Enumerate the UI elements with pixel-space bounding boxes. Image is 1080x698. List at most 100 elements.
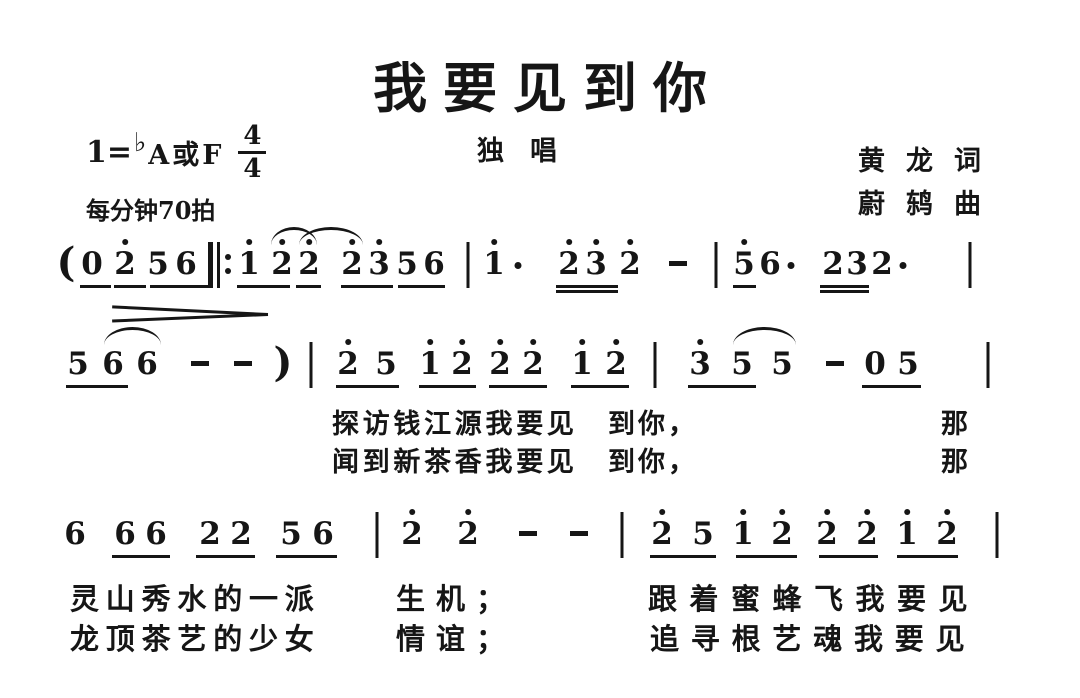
beam-underline (736, 555, 797, 558)
beam-underline (819, 555, 878, 558)
note-number: 5 (733, 239, 755, 280)
lyric-char: 要 (516, 447, 544, 478)
note-number: 2 (771, 509, 793, 550)
lyric-char: 见 (546, 447, 574, 478)
octave-dot (496, 339, 503, 345)
note-number: 5 (147, 246, 169, 282)
note-number: 2 (271, 239, 293, 280)
note-number: 0 (864, 346, 886, 382)
lyric-char: 探 (332, 409, 359, 440)
note-number: 0 (81, 246, 103, 282)
barline (995, 512, 999, 558)
lyric-char: 江 (424, 409, 452, 440)
beam-underline (112, 555, 170, 558)
beam-underline (341, 285, 393, 288)
key-names: A或F (148, 139, 225, 171)
octave-dot (426, 339, 433, 345)
flat-sign: ♭ (134, 128, 147, 158)
lyricist-credit: 黄龙词 (858, 146, 1002, 177)
note-number: 2 (298, 239, 320, 280)
barline (466, 242, 470, 288)
lyric-char: 灵 (70, 582, 100, 616)
note-number: 2 (605, 339, 627, 380)
barline (968, 242, 972, 288)
lyric-char: 女 (284, 622, 314, 656)
beam-underline (820, 285, 869, 288)
note-number: 2 (619, 239, 641, 280)
lyric-char: 谊 (436, 622, 466, 656)
octave-dot (408, 509, 415, 515)
augmentation-dot (787, 262, 795, 269)
note-number: 5 (731, 346, 753, 382)
note-number: 2 (651, 509, 673, 550)
note-number: 2 (816, 509, 838, 550)
octave-dot (490, 239, 497, 245)
tonic-label: 1= (86, 134, 133, 170)
beam-underline (196, 555, 255, 558)
lyric-char: 那 (941, 409, 968, 440)
lyric-char: 我 (485, 447, 513, 478)
beam-underline (688, 385, 756, 388)
note-number: 3 (846, 246, 868, 282)
beam-underline (336, 385, 399, 388)
note-number: 1 (238, 239, 260, 280)
note-number: 2 (457, 509, 479, 550)
time-signature-denominator: 4 (243, 153, 262, 184)
octave-dot (458, 339, 465, 345)
hairpin-line (112, 313, 269, 323)
note-number: 3 (368, 239, 390, 280)
beam-underline (80, 285, 111, 288)
note-number: 1 (571, 339, 593, 380)
lyric-char: 蜂 (772, 582, 802, 616)
note-number: 1 (483, 239, 505, 280)
lyric-char: 我 (854, 622, 884, 656)
note-number: 2 (871, 246, 893, 282)
lyric-char: 魂 (813, 622, 843, 656)
beam-underline (237, 285, 290, 288)
lyric-char: 你 (638, 409, 665, 440)
octave-dot (245, 239, 252, 245)
lyric-char: 的 (213, 622, 243, 656)
lyric-char: 根 (731, 622, 761, 656)
note-number: 5 (280, 516, 302, 552)
lyric-char: 茶 (141, 622, 171, 656)
lyric-char: 派 (284, 582, 314, 616)
beam-underline (419, 385, 476, 388)
lyric-char: 要 (897, 582, 927, 616)
octave-dot (565, 239, 572, 245)
note-number: 2 (199, 516, 221, 552)
octave-dot (464, 509, 471, 515)
note-number: 5 (67, 346, 89, 382)
beam-underline (276, 555, 337, 558)
octave-dot (626, 239, 633, 245)
octave-dot (696, 339, 703, 345)
beam-underline (66, 385, 128, 388)
barline (653, 342, 657, 388)
note-number: 2 (522, 339, 544, 380)
duration-dash (826, 361, 844, 366)
octave-dot (529, 339, 536, 345)
octave-dot (344, 339, 351, 345)
note-number: 5 (375, 346, 397, 382)
lyric-char: 的 (213, 582, 243, 616)
beam-underline (897, 555, 958, 558)
octave-dot (943, 509, 950, 515)
duration-dash (191, 361, 209, 366)
note-number: 2 (856, 509, 878, 550)
augmentation-dot (514, 262, 522, 269)
lyric-char: ， (668, 447, 695, 478)
octave-dot (658, 509, 665, 515)
note-number: 3 (689, 339, 711, 380)
note-number: 5 (396, 246, 418, 282)
lyric-char: 顶 (105, 622, 135, 656)
note-number: 2 (230, 516, 252, 552)
note-number: 2 (936, 509, 958, 550)
note-number: 5 (771, 346, 793, 382)
beam-underline (489, 385, 547, 388)
time-signature-numerator: 4 (243, 120, 262, 151)
note-number: 6 (64, 516, 86, 552)
